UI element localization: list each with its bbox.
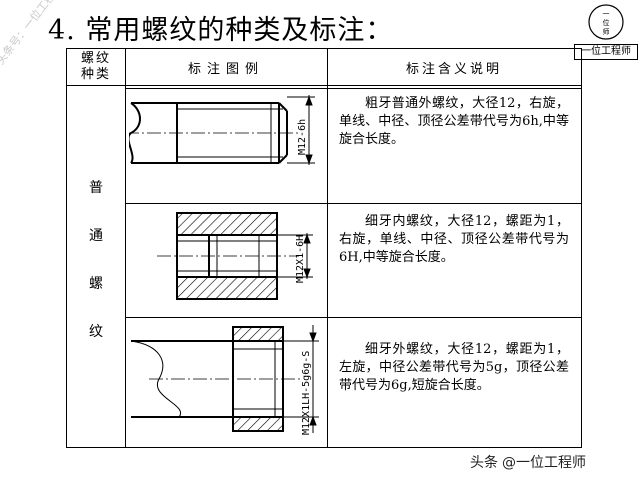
- logo-emblem: 一 位 师: [588, 4, 624, 40]
- description-row-2: 细牙内螺纹，大径12，螺距为1，右旋，单线、中径、顶径公差带代号为6H,中等旋合…: [339, 214, 569, 265]
- description-row-1: 粗牙普通外螺纹，大径12，右旋，单线、中径、顶径公差带代号为6h,中等旋合长度。: [339, 96, 569, 147]
- col-divider-2: [327, 49, 328, 447]
- logo-glyph-3: 师: [603, 27, 610, 36]
- logo-glyph-2: 位: [603, 18, 610, 27]
- col-divider-1: [125, 49, 126, 447]
- footer-watermark: 头条 @一位工程师: [470, 452, 586, 472]
- header-type-line2: 种类: [80, 67, 111, 82]
- row-top-line: [125, 88, 581, 89]
- header-divider: [67, 85, 581, 86]
- category-char-1: 普: [89, 180, 103, 196]
- row-divider-2: [125, 317, 581, 318]
- drawing-label-1: M12-6h: [297, 119, 308, 155]
- header-meaning: 标注含义说明: [405, 61, 502, 77]
- footer-prefix: 头条: [470, 455, 498, 471]
- description-row-3: 细牙外螺纹，大径12，螺距为1，左旋，中径公差带代号为5g，顶径公差带代号为6g…: [339, 342, 569, 393]
- logo-caption: 一位工程师: [574, 44, 638, 60]
- drawing-external-thread-coarse: M12-6h: [129, 95, 315, 165]
- category-char-3: 螺: [89, 276, 103, 292]
- drawing-label-3: M12X1LH-5g6g-S: [301, 351, 312, 435]
- header-type-line1: 螺纹: [80, 51, 111, 66]
- drawing-internal-thread-fine: M12X1-6H: [157, 212, 313, 300]
- drawing-external-thread-lefthand: M12X1LH-5g6g-S: [130, 325, 319, 435]
- header-figure: 标注图例: [187, 61, 264, 77]
- logo-glyph-1: 一: [603, 10, 610, 18]
- page-title: 4. 常用螺纹的种类及标注：: [48, 15, 394, 46]
- footer-handle: @一位工程师: [502, 455, 586, 471]
- category-char-2: 通: [89, 228, 103, 244]
- drawing-label-2: M12X1-6H: [295, 235, 306, 283]
- category-char-4: 纹: [89, 324, 103, 340]
- header-thread-type: 螺纹 种类: [67, 49, 125, 85]
- thread-table: 螺纹 种类 标注图例 标注含义说明 普 通 螺 纹: [66, 48, 582, 448]
- row-divider-1: [125, 203, 581, 204]
